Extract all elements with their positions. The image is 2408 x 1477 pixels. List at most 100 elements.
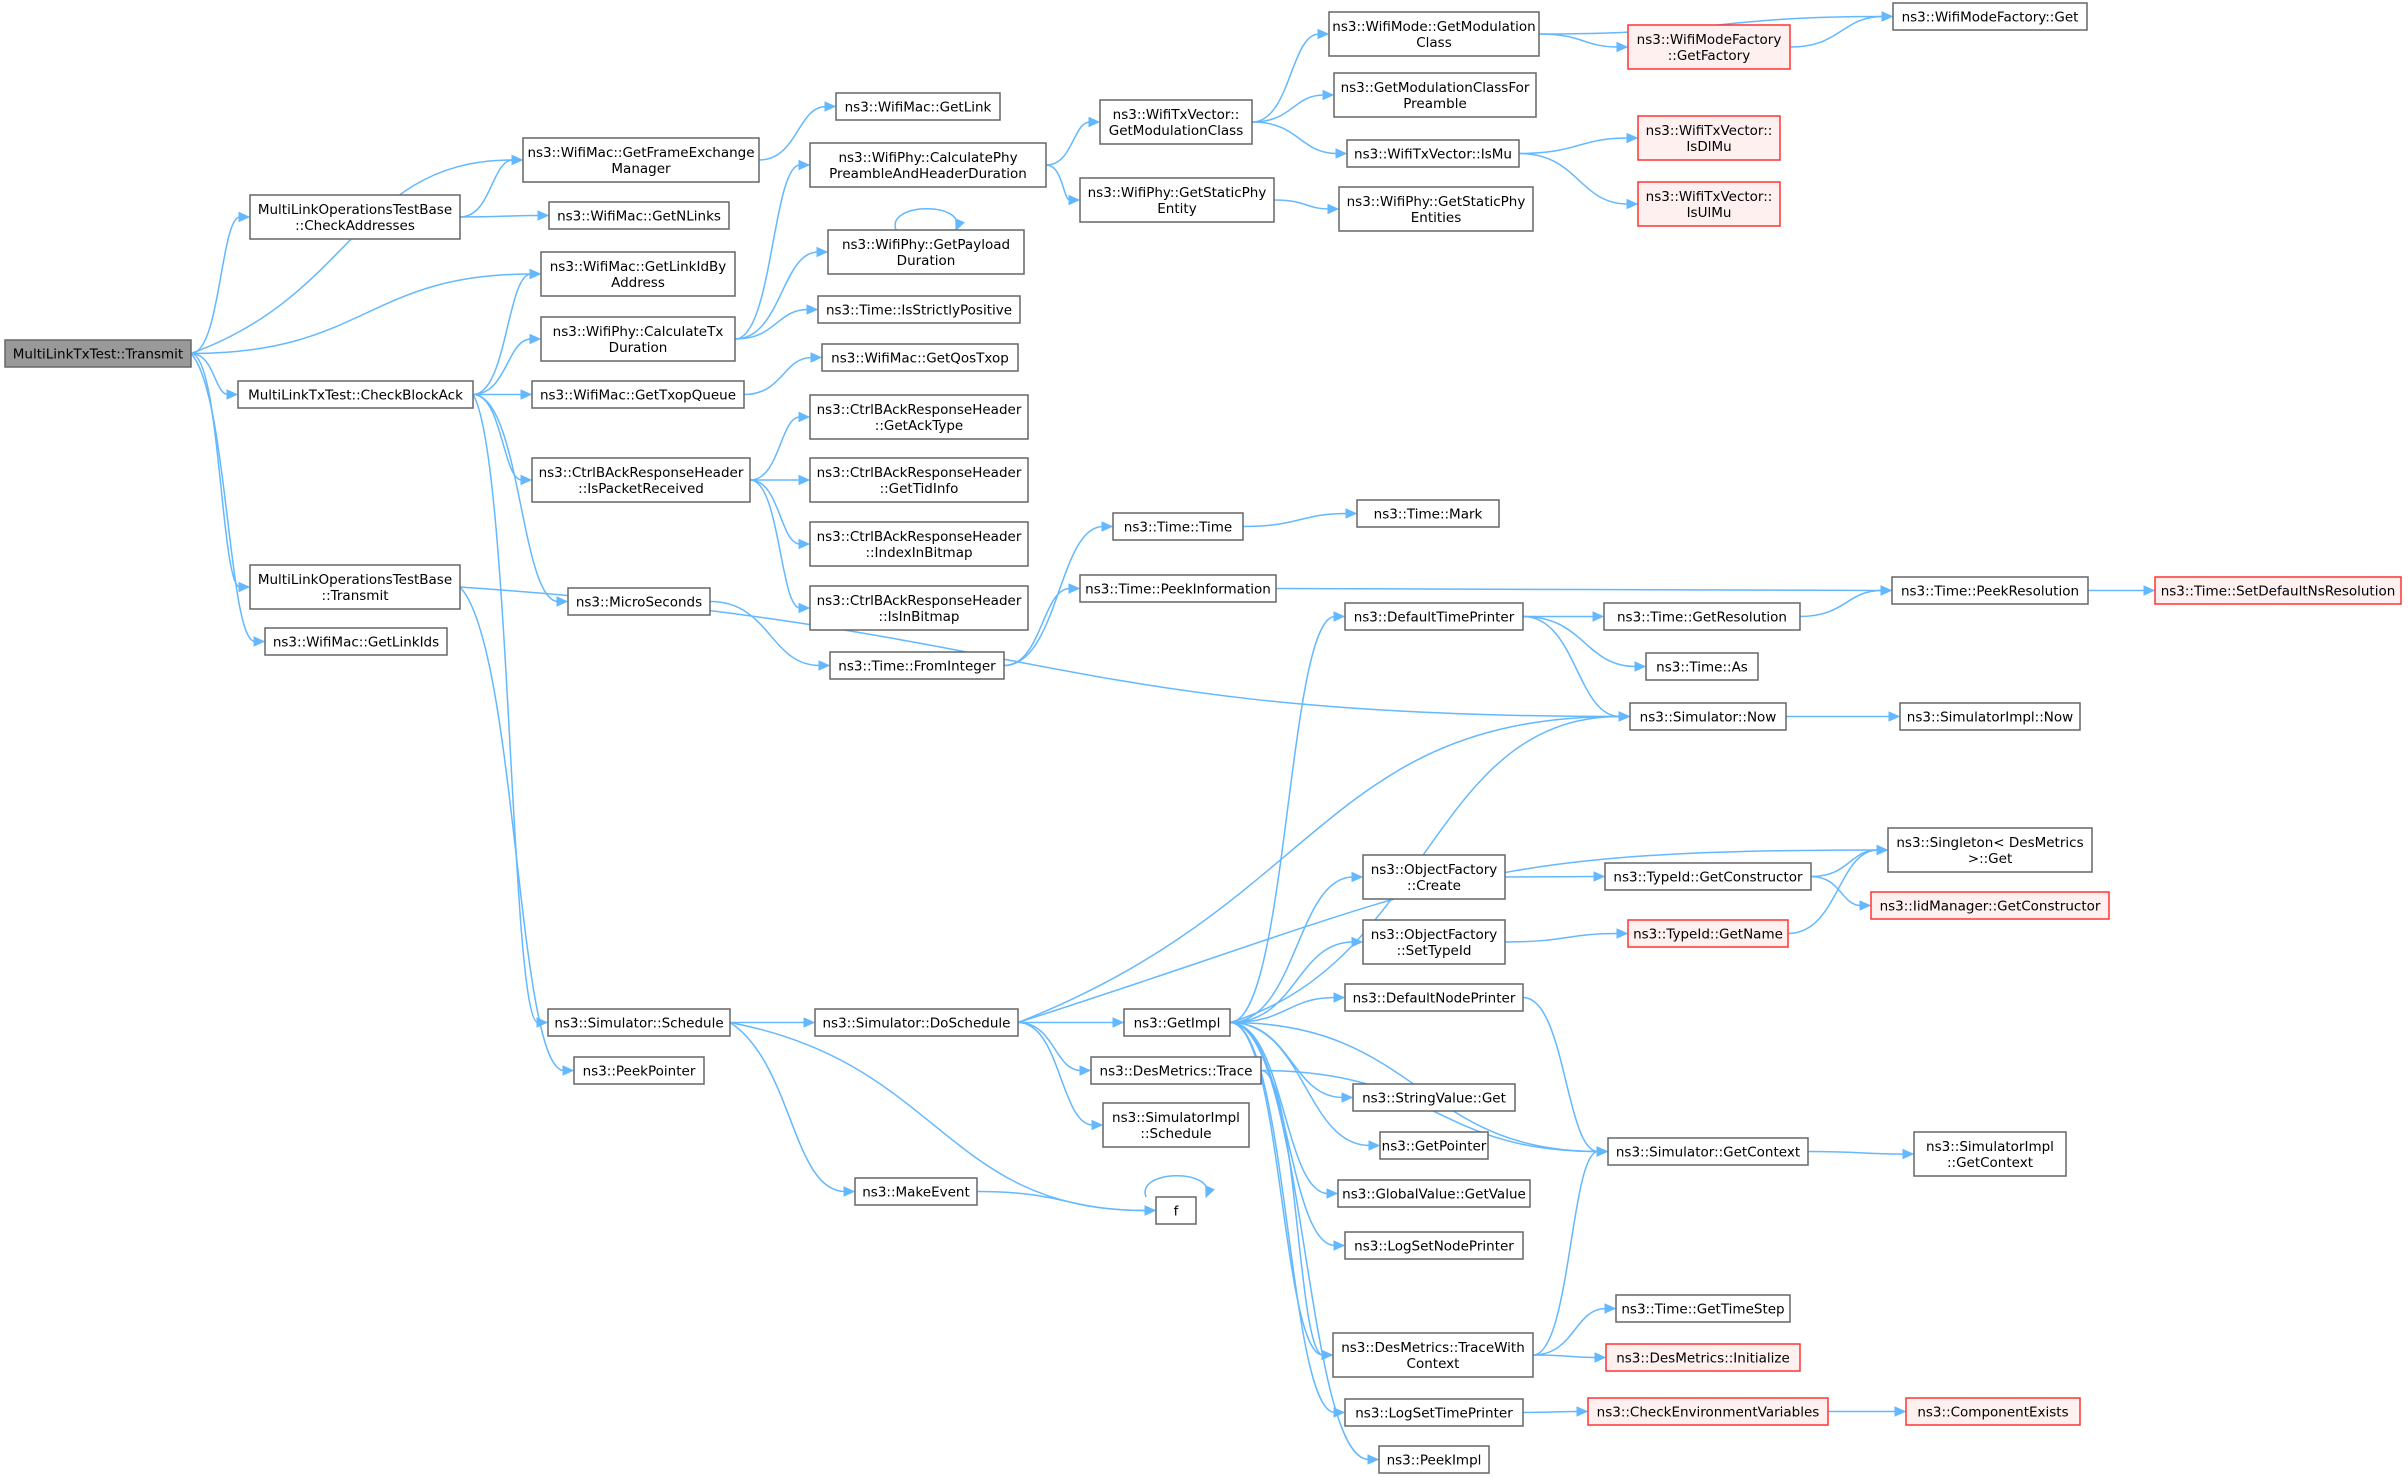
call-edges bbox=[190, 11, 2156, 1465]
function-node[interactable]: ns3::WifiTxVector::IsMu bbox=[1346, 139, 1520, 168]
function-node[interactable]: ns3::GetPointer bbox=[1379, 1131, 1489, 1160]
function-node[interactable]: ns3::DesMetrics::Initialize bbox=[1605, 1343, 1801, 1372]
node-box bbox=[1099, 99, 1253, 145]
function-node[interactable]: ns3::Time::Mark bbox=[1356, 499, 1500, 528]
function-node[interactable]: ns3::DesMetrics::Trace bbox=[1090, 1056, 1262, 1085]
node-label: ns3::Time::SetDefaultNsResolution bbox=[2161, 584, 2396, 600]
call-edge bbox=[190, 352, 266, 647]
function-node[interactable]: ns3::CheckEnvironmentVariables bbox=[1587, 1397, 1829, 1426]
function-node[interactable]: f bbox=[1155, 1196, 1197, 1225]
node-box bbox=[1079, 177, 1275, 223]
node-label: ns3::WifiMac::GetTxopQueue bbox=[540, 388, 736, 404]
function-node[interactable]: ns3::WifiTxVector::IsDlMu bbox=[1637, 115, 1781, 161]
function-node[interactable]: ns3::CtrlBAckResponseHeader::IsInBitmap bbox=[809, 585, 1029, 631]
call-edge bbox=[1789, 11, 1894, 48]
function-node[interactable]: ns3::WifiMac::GetLink bbox=[835, 92, 1001, 121]
function-node[interactable]: ns3::LogSetTimePrinter bbox=[1344, 1398, 1524, 1427]
function-node[interactable]: ns3::Time::GetResolution bbox=[1603, 602, 1801, 631]
function-node[interactable]: ns3::Simulator::Schedule bbox=[547, 1008, 731, 1037]
function-node[interactable]: ns3::WifiMac::GetQosTxop bbox=[821, 343, 1019, 372]
call-edge bbox=[1807, 1148, 1915, 1160]
call-edge bbox=[1787, 844, 1889, 935]
function-node[interactable]: ns3::CtrlBAckResponseHeader::IsPacketRec… bbox=[531, 457, 751, 503]
function-node[interactable]: ns3::WifiMode::GetModulationClass bbox=[1328, 11, 1540, 57]
function-node[interactable]: ns3::WifiMac::GetLinkIds bbox=[264, 627, 448, 656]
node-label: ns3::Singleton< DesMetrics bbox=[1896, 835, 2083, 851]
function-node[interactable]: MultiLinkTxTest::CheckBlockAck bbox=[237, 380, 474, 409]
node-label: ns3::Time::GetResolution bbox=[1617, 610, 1787, 626]
function-node[interactable]: ns3::WifiModeFactory::Get bbox=[1892, 2, 2088, 31]
function-node[interactable]: ns3::LogSetNodePrinter bbox=[1344, 1231, 1524, 1260]
function-node[interactable]: ns3::PeekPointer bbox=[573, 1056, 705, 1085]
node-label: ns3::WifiTxVector:: bbox=[1646, 189, 1773, 205]
function-node[interactable]: ns3::SimulatorImpl::Schedule bbox=[1102, 1102, 1250, 1148]
function-node[interactable]: ns3::Singleton< DesMetrics >::Get bbox=[1887, 827, 2093, 873]
call-edge bbox=[1229, 611, 1346, 1024]
node-box bbox=[1637, 181, 1781, 227]
function-node[interactable]: ns3::StringValue::Get bbox=[1352, 1083, 1516, 1112]
function-node[interactable]: ns3::SimulatorImpl::GetContext bbox=[1913, 1131, 2067, 1177]
function-node[interactable]: MultiLinkOperationsTestBase::Transmit bbox=[249, 564, 461, 610]
function-node[interactable]: ns3::PeekImpl bbox=[1378, 1445, 1490, 1474]
node-box bbox=[1627, 919, 1789, 948]
function-node[interactable]: ns3::Simulator::DoSchedule bbox=[814, 1008, 1019, 1037]
function-node[interactable]: ns3::WifiTxVector::GetModulationClass bbox=[1099, 99, 1253, 145]
function-node[interactable]: ns3::MicroSeconds bbox=[567, 587, 711, 616]
function-node[interactable]: ns3::Time::PeekInformation bbox=[1079, 574, 1277, 603]
function-node[interactable]: ns3::DefaultTimePrinter bbox=[1344, 602, 1524, 631]
call-edge bbox=[190, 352, 251, 593]
node-box bbox=[1333, 72, 1537, 118]
function-node[interactable]: ns3::Time::GetTimeStep bbox=[1615, 1294, 1791, 1323]
function-node[interactable]: ns3::GlobalValue::GetValue bbox=[1337, 1179, 1531, 1208]
node-box bbox=[1378, 1445, 1490, 1474]
function-node[interactable]: ns3::Time::As bbox=[1645, 652, 1759, 681]
function-node[interactable]: ns3::MakeEvent bbox=[854, 1177, 978, 1206]
function-node[interactable]: ns3::Time::IsStrictlyPositive bbox=[817, 295, 1021, 324]
node-label: ns3::MakeEvent bbox=[862, 1185, 970, 1201]
call-edge bbox=[1275, 585, 1893, 596]
function-node[interactable]: MultiLinkTxTest::Transmit bbox=[4, 339, 192, 368]
function-node[interactable]: ns3::Simulator::GetContext bbox=[1607, 1137, 1809, 1166]
function-node[interactable]: ns3::Simulator::Now bbox=[1629, 702, 1787, 731]
call-edge bbox=[472, 393, 533, 486]
function-node[interactable]: ns3::ComponentExists bbox=[1905, 1397, 2081, 1426]
function-node[interactable]: ns3::CtrlBAckResponseHeader::GetAckType bbox=[809, 394, 1029, 440]
function-node[interactable]: ns3::Time::Time bbox=[1112, 512, 1244, 541]
function-node[interactable]: ns3::WifiMac::GetNLinks bbox=[548, 201, 730, 230]
function-node[interactable]: ns3::TypeId::GetConstructor bbox=[1604, 862, 1812, 891]
function-node[interactable]: ns3::WifiMac::GetTxopQueue bbox=[531, 380, 745, 409]
function-node[interactable]: ns3::IidManager::GetConstructor bbox=[1870, 891, 2110, 920]
function-node[interactable]: ns3::WifiPhy::CalculatePhyPreambleAndHea… bbox=[809, 142, 1047, 188]
node-box bbox=[1587, 1397, 1829, 1426]
function-node[interactable]: ns3::SimulatorImpl::Now bbox=[1899, 702, 2081, 731]
node-box bbox=[1356, 499, 1500, 528]
function-node[interactable]: MultiLinkOperationsTestBase::CheckAddres… bbox=[249, 194, 461, 240]
node-box bbox=[821, 343, 1019, 372]
function-node[interactable]: ns3::Time::PeekResolution bbox=[1891, 576, 2089, 605]
function-node[interactable]: ns3::ObjectFactory::SetTypeId bbox=[1362, 919, 1506, 965]
node-box bbox=[1870, 891, 2110, 920]
function-node[interactable]: ns3::CtrlBAckResponseHeader::GetTidInfo bbox=[809, 457, 1029, 503]
function-node[interactable]: ns3::GetImpl bbox=[1123, 1008, 1231, 1037]
call-edge bbox=[1017, 1017, 1125, 1028]
function-node[interactable]: ns3::Time::SetDefaultNsResolution bbox=[2154, 576, 2402, 605]
function-node[interactable]: ns3::Time::FromInteger bbox=[829, 651, 1005, 680]
function-node[interactable]: ns3::WifiModeFactory::GetFactory bbox=[1627, 24, 1791, 70]
node-box bbox=[827, 229, 1025, 275]
function-node[interactable]: ns3::ObjectFactory::Create bbox=[1362, 854, 1506, 900]
function-node[interactable]: ns3::DefaultNodePrinter bbox=[1344, 983, 1524, 1012]
function-node[interactable]: ns3::TypeId::GetName bbox=[1627, 919, 1789, 948]
node-label: PreambleAndHeaderDuration bbox=[829, 166, 1027, 182]
node-label: ns3::Simulator::Now bbox=[1640, 710, 1777, 726]
function-node[interactable]: ns3::CtrlBAckResponseHeader::IndexInBitm… bbox=[809, 521, 1029, 567]
function-node[interactable]: ns3::WifiTxVector::IsUlMu bbox=[1637, 181, 1781, 227]
call-edge bbox=[1242, 508, 1358, 528]
